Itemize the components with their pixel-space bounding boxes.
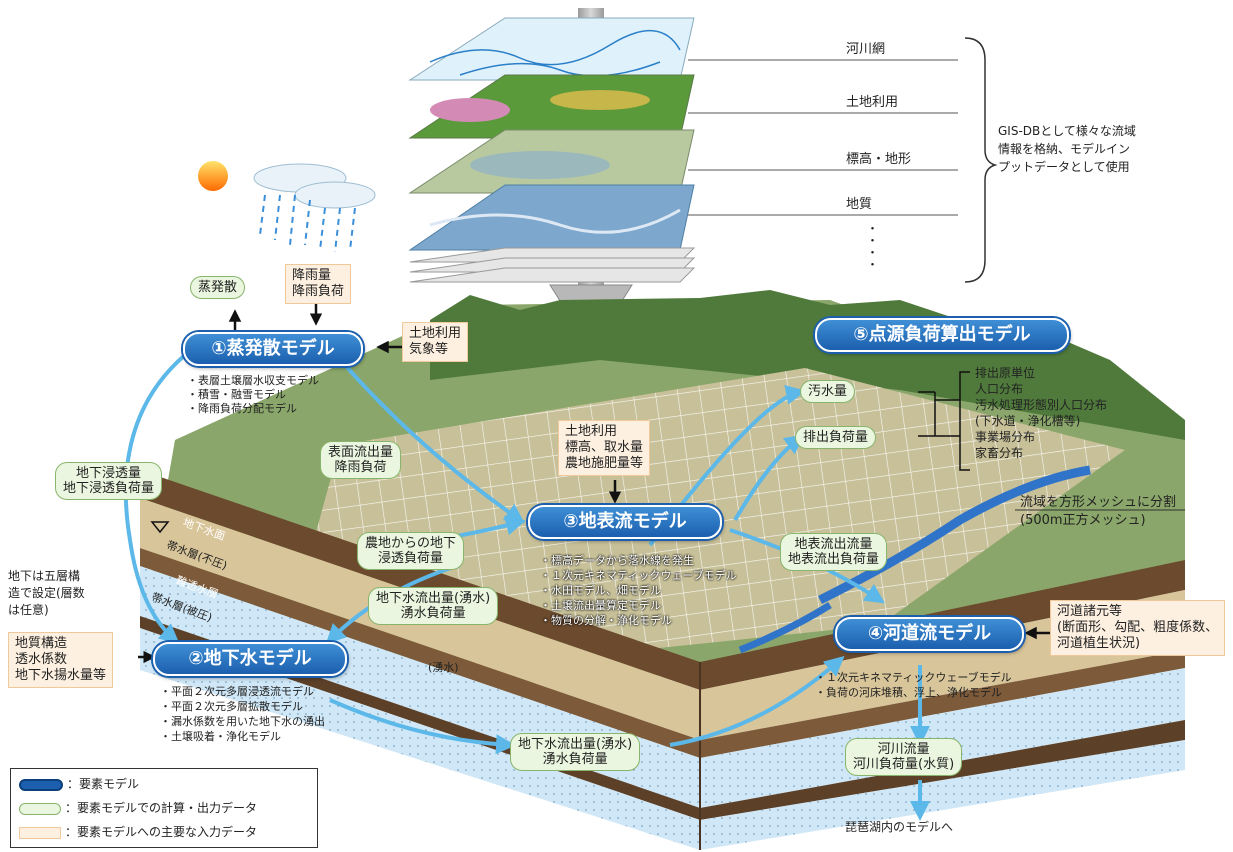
river-flow-output: 河川流量河川負荷量(水質) xyxy=(845,738,963,776)
gis-brace xyxy=(964,37,998,283)
sewage-output: 汚水量 xyxy=(800,380,856,403)
surface-runoff-output: 表面流出量降雨負荷 xyxy=(320,441,402,479)
legend-input: ：要素モデルへの主要な入力データ xyxy=(19,823,257,840)
spring-output-lower: 地下水流出量(湧水)湧水負荷量 xyxy=(510,733,641,771)
spring-output-upper: 地下水流出量(湧水)湧水負荷量 xyxy=(368,587,499,625)
groundwater-bullets: ・平面２次元多層浸透流モデル・平面２次元多層拡散モデル・漏水係数を用いた地下水の… xyxy=(160,685,325,743)
landuse-weather-input: 土地利用気象等 xyxy=(402,322,469,362)
groundwater-model: ②地下水モデル xyxy=(153,642,347,676)
farmland-infiltration-output: 農地からの地下浸透負荷量 xyxy=(357,532,465,570)
gis-river-network-label: 河川網 xyxy=(846,42,886,57)
legend-model: ：要素モデル xyxy=(19,775,139,792)
channel-flow-model: ④河道流モデル xyxy=(835,617,1024,651)
rainfall-input: 降雨量降雨負荷 xyxy=(285,264,352,304)
gis-leader-lines xyxy=(688,59,958,216)
input-arrows xyxy=(138,302,1050,664)
legend-output: ：要素モデルでの計算・出力データ xyxy=(19,799,257,816)
gis-layer-stack xyxy=(408,17,696,283)
evapotranspiration-bullets: ・表層土壌層水収支モデル・積雪・融雪モデル・降雨負荷分配モデル xyxy=(187,374,319,415)
spring-label: (湧水) xyxy=(428,661,459,674)
point-source-input-list: 排出原単位人口分布汚水処理形態別人口分布(下水道・浄化槽等)事業場分布家畜分布 xyxy=(975,366,1108,460)
to-biwa-label: 琵琶湖内のモデルへ xyxy=(845,820,954,834)
surface-flow-model: ③地表流モデル xyxy=(528,505,722,539)
evapotranspiration-model: ①蒸発散モデル xyxy=(183,332,363,366)
legend-output-swatch xyxy=(19,802,61,815)
discharge-load-output: 排出負荷量 xyxy=(795,426,877,449)
channel-flow-bullets: ・１次元キネマティックウェーブモデル・負荷の河床堆積、浮上、浄化モデル xyxy=(815,671,1012,699)
legend: ：要素モデル ：要素モデルでの計算・出力データ ：要素モデルへの主要な入力データ xyxy=(10,768,318,848)
gis-elevation-label: 標高・地形 xyxy=(846,152,912,167)
legend-input-swatch xyxy=(19,826,61,839)
surface-flow-bullets: ・標高データから落水線を発生・１次元キネマティックウェーブモデル・水田モデル、畑… xyxy=(540,554,737,627)
gis-land-use-label: 土地利用 xyxy=(846,95,899,110)
point-source-bracket xyxy=(918,371,970,471)
infiltration-output: 地下浸透量地下浸透負荷量 xyxy=(55,462,163,500)
mesh-note: 流域を方形メッシュに分割(500m正方メッシュ) xyxy=(1020,495,1177,528)
point-source-model: ⑤点源負荷算出モデル xyxy=(815,318,1069,352)
gis-geology-label: 地質 xyxy=(846,197,873,212)
geology-input: 地質構造透水係数地下水揚水量等 xyxy=(8,632,114,688)
evaporation-output: 蒸発散 xyxy=(190,276,246,299)
water-table-symbol xyxy=(150,521,170,534)
channel-input: 河道諸元等(断面形、勾配、粗度係数、河道植生状況) xyxy=(1050,600,1226,656)
rain-cloud-icon xyxy=(253,163,376,253)
legend-model-swatch xyxy=(19,778,63,791)
groundwater-layer-note: 地下は五層構造で設定(層数は任意) xyxy=(8,569,85,617)
gis-note: GIS-DBとして様々な流域情報を格納、モデルインプットデータとして使用 xyxy=(998,124,1136,174)
sun-icon xyxy=(198,161,228,191)
gis-more-label: ・・・・ xyxy=(865,222,879,270)
surface-outflow-output: 地表流出流量地表流出負荷量 xyxy=(780,533,888,571)
surface-flow-input: 土地利用標高、取水量農地施肥量等 xyxy=(558,420,651,476)
